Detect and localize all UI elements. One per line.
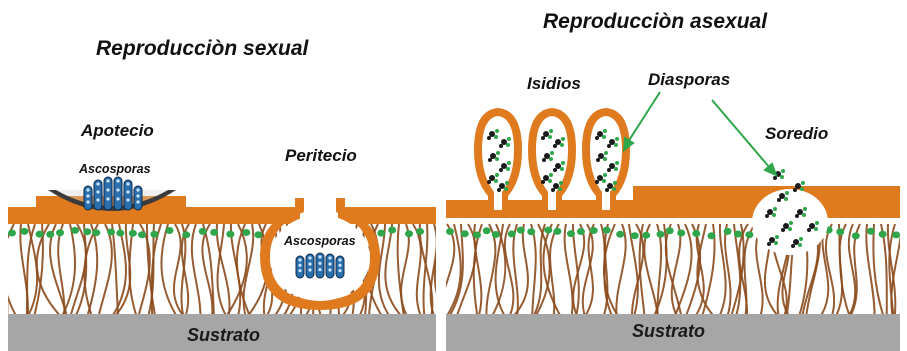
apothecium-label: Apotecio bbox=[81, 122, 154, 139]
substrate-label-left: Sustrato bbox=[187, 326, 260, 344]
sexual-title: Reproducciòn sexual bbox=[96, 38, 308, 59]
soredium bbox=[752, 169, 828, 255]
isidia-label: Isidios bbox=[527, 75, 581, 92]
asexual-panel bbox=[433, 92, 902, 351]
asexual-title: Reproducciòn asexual bbox=[543, 11, 767, 32]
diaspores-label: Diasporas bbox=[648, 71, 730, 88]
isidia bbox=[474, 108, 630, 218]
diaspora-arrows bbox=[624, 92, 776, 175]
soredium-label: Soredio bbox=[765, 125, 828, 142]
perithecium-label: Peritecio bbox=[285, 147, 357, 164]
medulla-hyphae-right bbox=[433, 224, 902, 316]
substrate-label-right: Sustrato bbox=[632, 322, 705, 340]
ascospores-label-perithecium: Ascosporas bbox=[284, 235, 356, 248]
ascospores-label-apothecium: Ascosporas bbox=[79, 163, 151, 176]
upper-cortex-right bbox=[446, 200, 900, 218]
medulla-hyphae-left bbox=[0, 224, 446, 316]
